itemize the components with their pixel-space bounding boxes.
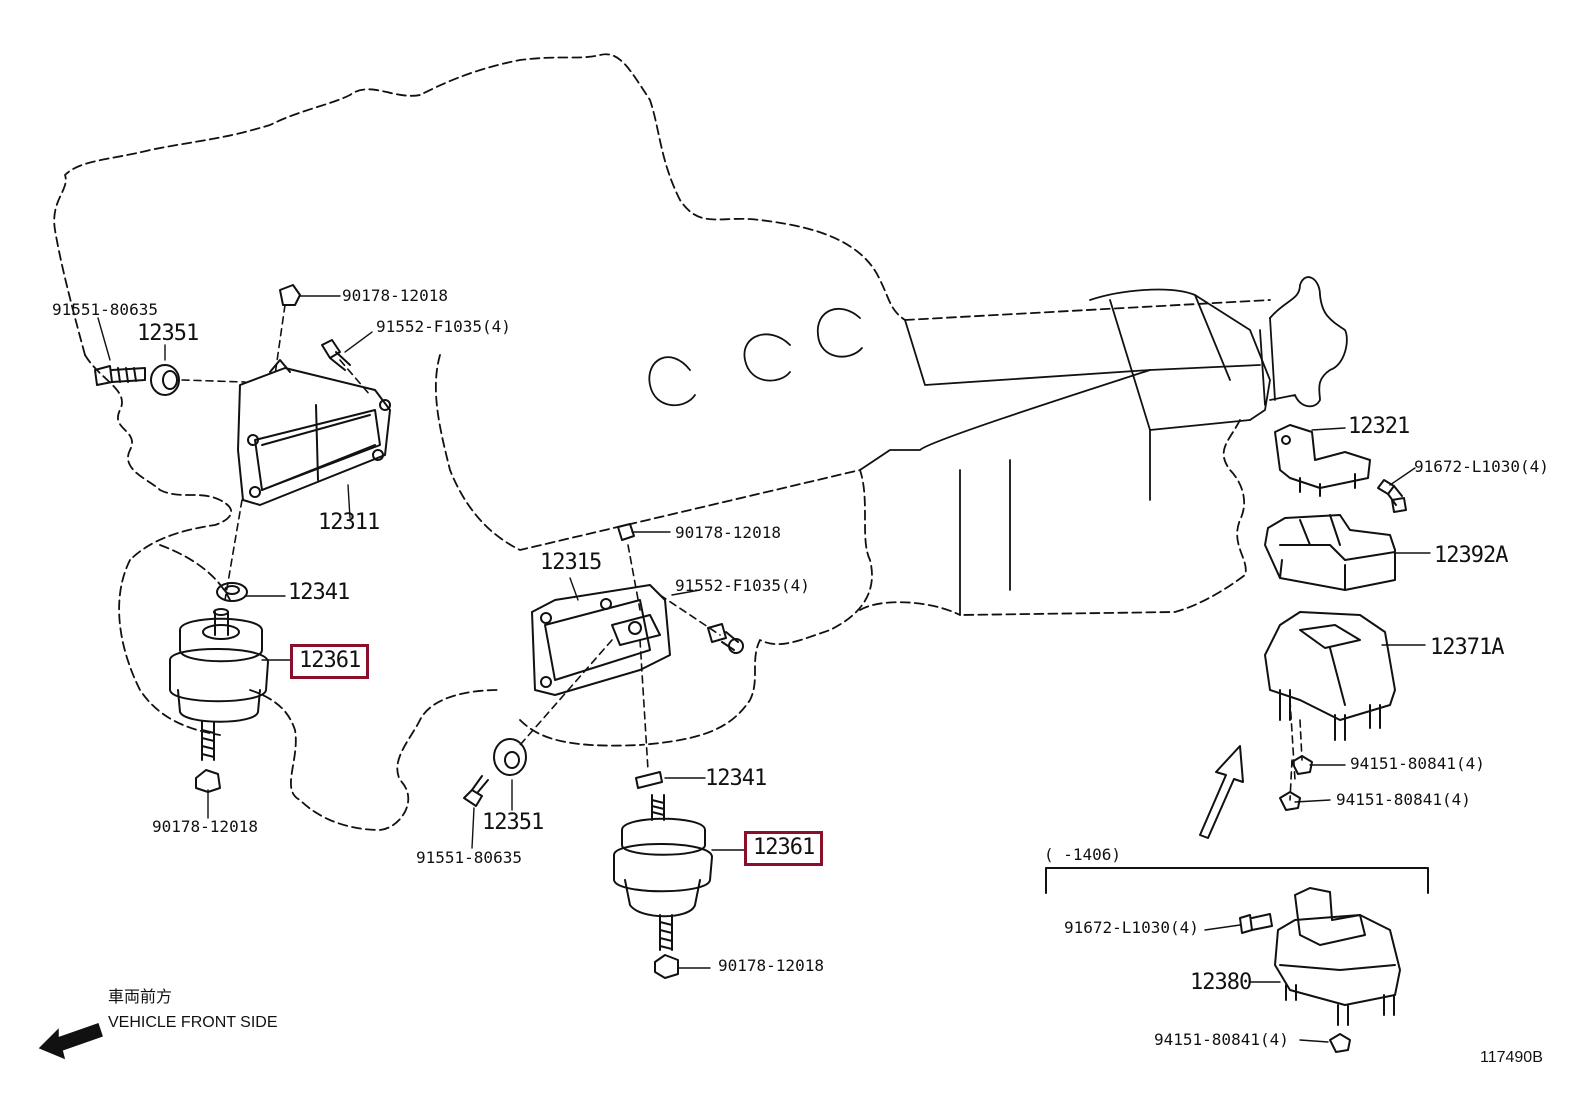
part-label-12311: 12311 bbox=[318, 510, 380, 535]
transmission-outline bbox=[859, 276, 1348, 616]
part-label-94151-80841-upper: 94151-80841(4) bbox=[1350, 754, 1485, 773]
cylinder-marks bbox=[648, 307, 863, 407]
part-label-12351-right: 12351 bbox=[482, 810, 544, 835]
insulator-12371A bbox=[1264, 611, 1396, 741]
part-label-91551-80635-left: 91551-80635 bbox=[52, 300, 158, 319]
part-label-91552-F1035-right: 91552-F1035(4) bbox=[675, 576, 810, 595]
nut-94151-upper bbox=[1291, 755, 1313, 775]
collar-12351-left bbox=[150, 364, 180, 396]
insulator-12392A bbox=[1264, 514, 1396, 591]
part-label-12361-right-highlighted[interactable]: 12361 bbox=[744, 831, 824, 866]
bolt-91672-lower bbox=[1239, 913, 1273, 934]
leader-lines bbox=[97, 295, 1431, 1043]
figure-number: 117490B bbox=[1480, 1049, 1543, 1066]
part-label-12371A: 12371A bbox=[1430, 635, 1504, 660]
assembly-12380 bbox=[1274, 887, 1401, 1026]
part-label-90178-12018-middle: 90178-12018 bbox=[675, 523, 781, 542]
part-label-91672-L1030-right: 91672-L1030(4) bbox=[1414, 457, 1549, 476]
bracket-12315 bbox=[531, 584, 671, 696]
part-label-90178-12018-bottom: 90178-12018 bbox=[718, 956, 824, 975]
part-label-12341-left: 12341 bbox=[288, 580, 350, 605]
part-label-94151-80841-assembly: 94151-80841(4) bbox=[1154, 1030, 1289, 1049]
nut-90178-bottom bbox=[654, 954, 679, 979]
nut-94151-lower bbox=[1279, 791, 1301, 811]
bracket-12321 bbox=[1274, 424, 1371, 497]
vehicle-front-label-jp: 車両前方 bbox=[108, 989, 173, 1006]
part-label-91552-F1035-top: 91552-F1035(4) bbox=[376, 317, 511, 336]
collar-12351-right bbox=[493, 738, 527, 776]
washer-12341-left bbox=[216, 582, 248, 602]
vehicle-front-arrow bbox=[38, 1023, 103, 1060]
group-bracket bbox=[1045, 867, 1429, 894]
part-label-12392A: 12392A bbox=[1434, 543, 1508, 568]
part-label-12341-right: 12341 bbox=[705, 766, 767, 791]
part-label-94151-80841-lower: 94151-80841(4) bbox=[1336, 790, 1471, 809]
nut-90178-top bbox=[279, 284, 301, 306]
mount-12361-right bbox=[613, 794, 713, 951]
nut-90178-middle bbox=[617, 523, 635, 541]
bolt-91552-top bbox=[321, 339, 351, 371]
part-label-91551-80635-right: 91551-80635 bbox=[416, 848, 522, 867]
washer-12341-right bbox=[635, 771, 663, 789]
bolt-91672-right bbox=[1377, 479, 1407, 513]
nut-94151-assembly bbox=[1329, 1033, 1351, 1053]
vehicle-front-label-en: VEHICLE FRONT SIDE bbox=[108, 1014, 278, 1031]
bolt-91551-left bbox=[94, 365, 146, 386]
part-label-90178-12018-left: 90178-12018 bbox=[152, 817, 258, 836]
part-label-12361-left-highlighted[interactable]: 12361 bbox=[290, 644, 370, 679]
part-label-12351-left: 12351 bbox=[137, 321, 199, 346]
mount-12361-left bbox=[169, 608, 269, 761]
engine-outline bbox=[53, 53, 1271, 831]
part-label-12380: 12380 bbox=[1190, 970, 1252, 995]
part-label-91672-L1030-lower: 91672-L1030(4) bbox=[1064, 918, 1199, 937]
nut-90178-left-bottom bbox=[195, 769, 221, 793]
part-label-90178-12018-top: 90178-12018 bbox=[342, 286, 448, 305]
part-label-12321: 12321 bbox=[1348, 414, 1410, 439]
bolt-91551-right bbox=[463, 775, 489, 807]
direction-arrow bbox=[1199, 745, 1244, 839]
bolt-91552-right bbox=[707, 623, 744, 654]
bracket-12311 bbox=[237, 359, 391, 506]
part-label-12315: 12315 bbox=[540, 550, 602, 575]
group-range-label: ( -1406) bbox=[1044, 845, 1122, 864]
